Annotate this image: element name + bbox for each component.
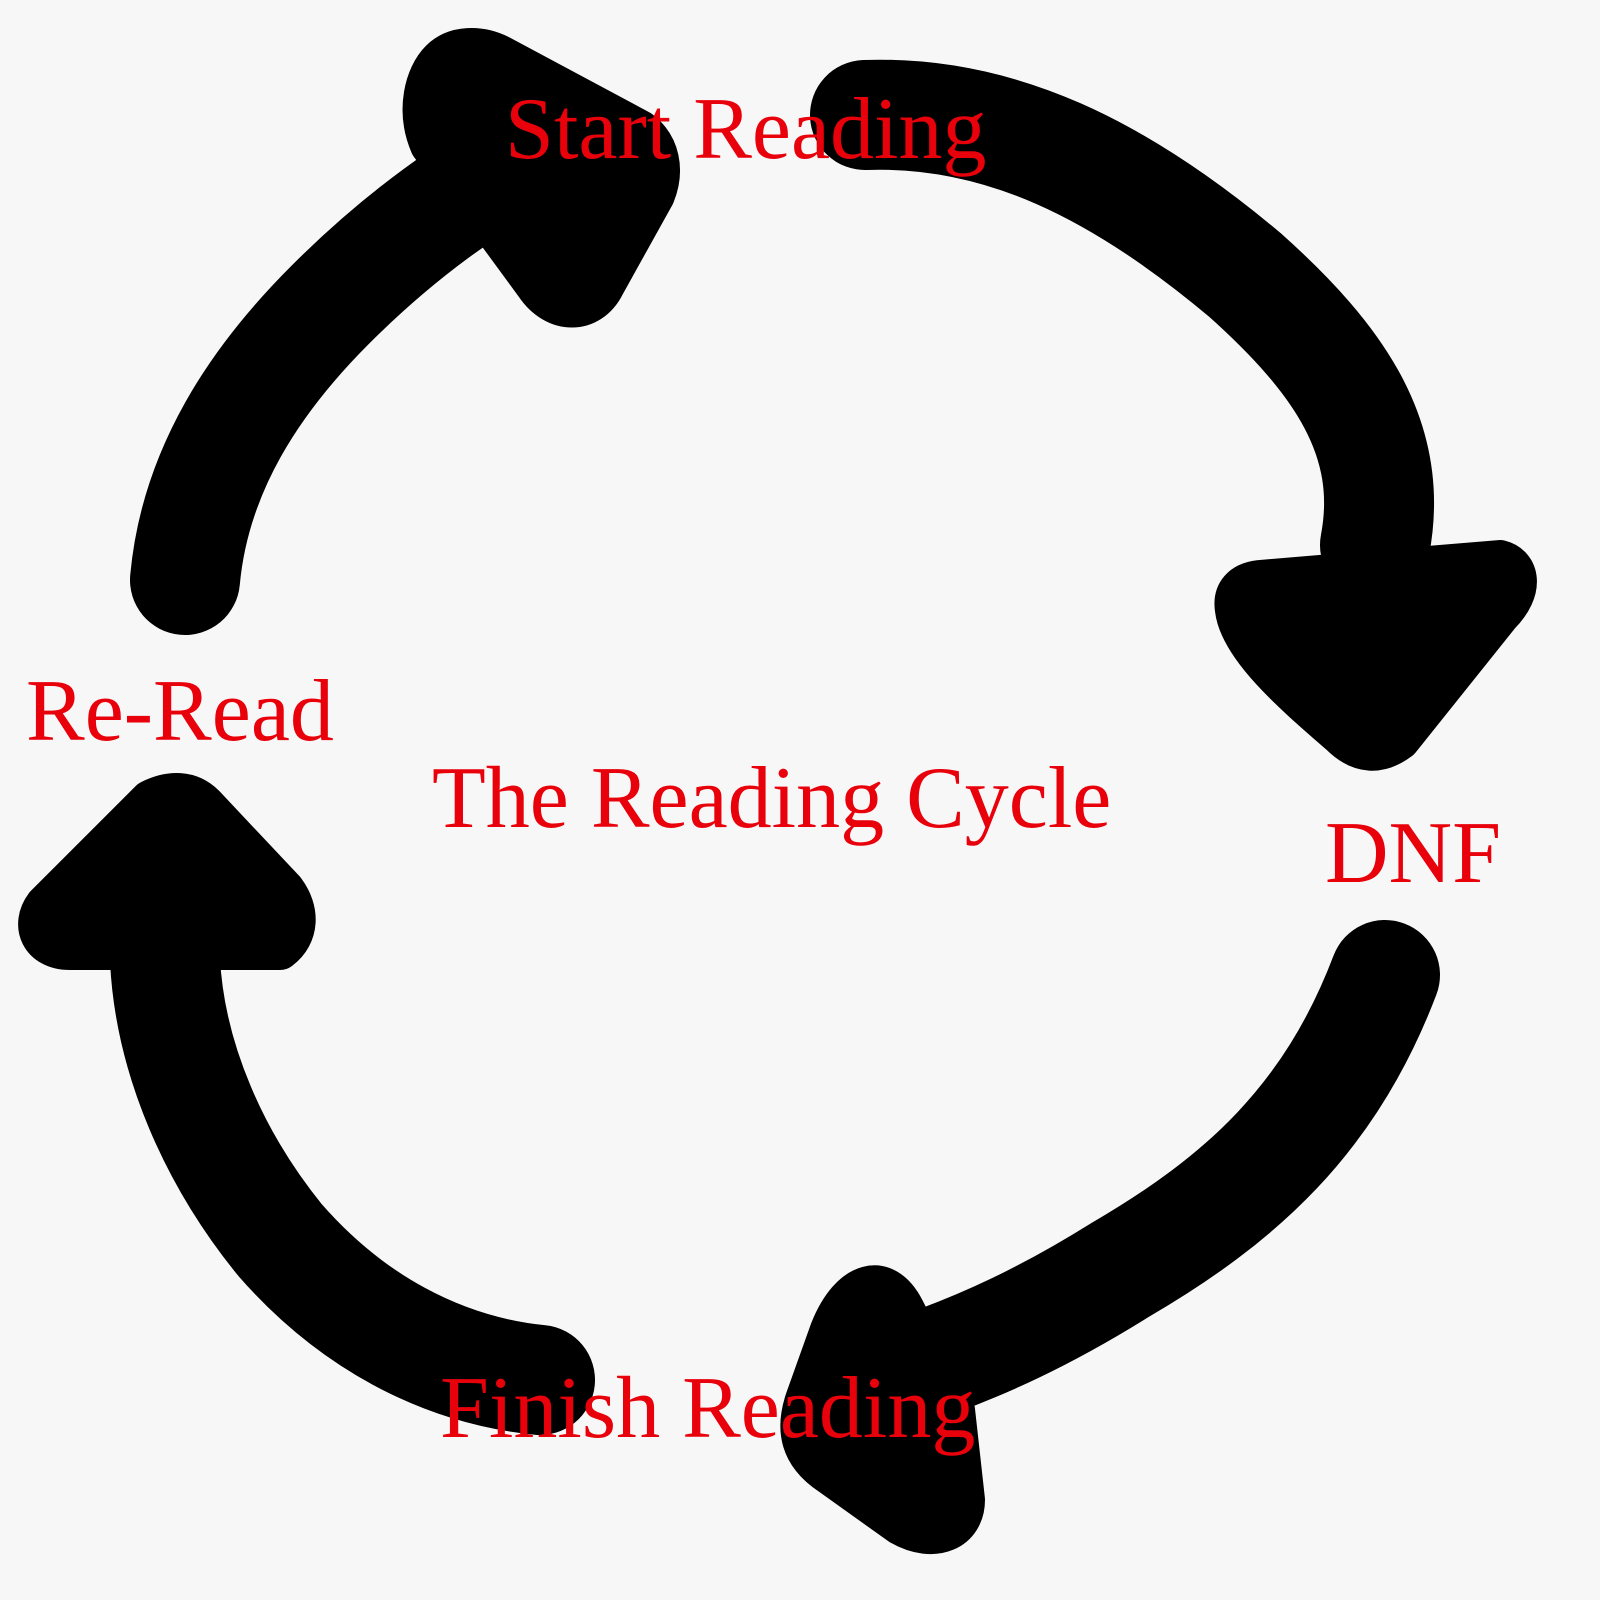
- node-finish-reading: Finish Reading: [440, 1360, 976, 1457]
- node-re-read: Re-Read: [26, 663, 334, 760]
- arrow-reread-to-start: [130, 28, 680, 635]
- arrow-finish-to-reread: [18, 773, 595, 1435]
- arrow-start-to-dnf: [810, 59, 1537, 771]
- node-dnf: DNF: [1325, 805, 1502, 902]
- node-start-reading: Start Reading: [505, 81, 987, 178]
- diagram-title: The Reading Cycle: [432, 750, 1112, 847]
- arrow-dnf-to-finish: [780, 920, 1440, 1554]
